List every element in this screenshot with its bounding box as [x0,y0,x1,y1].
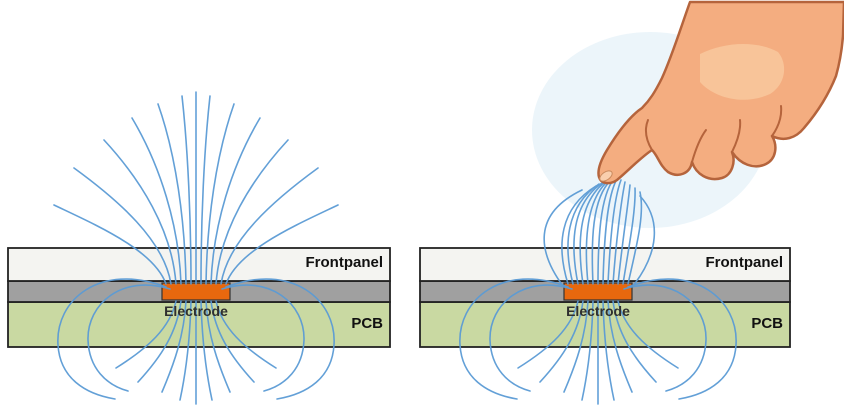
electrode [161,282,231,301]
right-frontpanel-label: Frontpanel [705,254,784,271]
frontpanel-layer [7,247,391,282]
hand-illustration [597,0,844,185]
finger-creases [644,105,783,163]
electrode [563,282,633,301]
fingernail [599,170,613,182]
hand-highlight [700,43,785,100]
left-pcb-label: PCB [351,315,383,332]
right-pcb-label: PCB [751,315,783,332]
left-electrode-label: Electrode [164,303,228,319]
left-field-lines [53,91,339,405]
right-electrode-label: Electrode [566,303,630,319]
left-frontpanel-label: Frontpanel [305,254,384,271]
right-field-lines [459,178,737,405]
